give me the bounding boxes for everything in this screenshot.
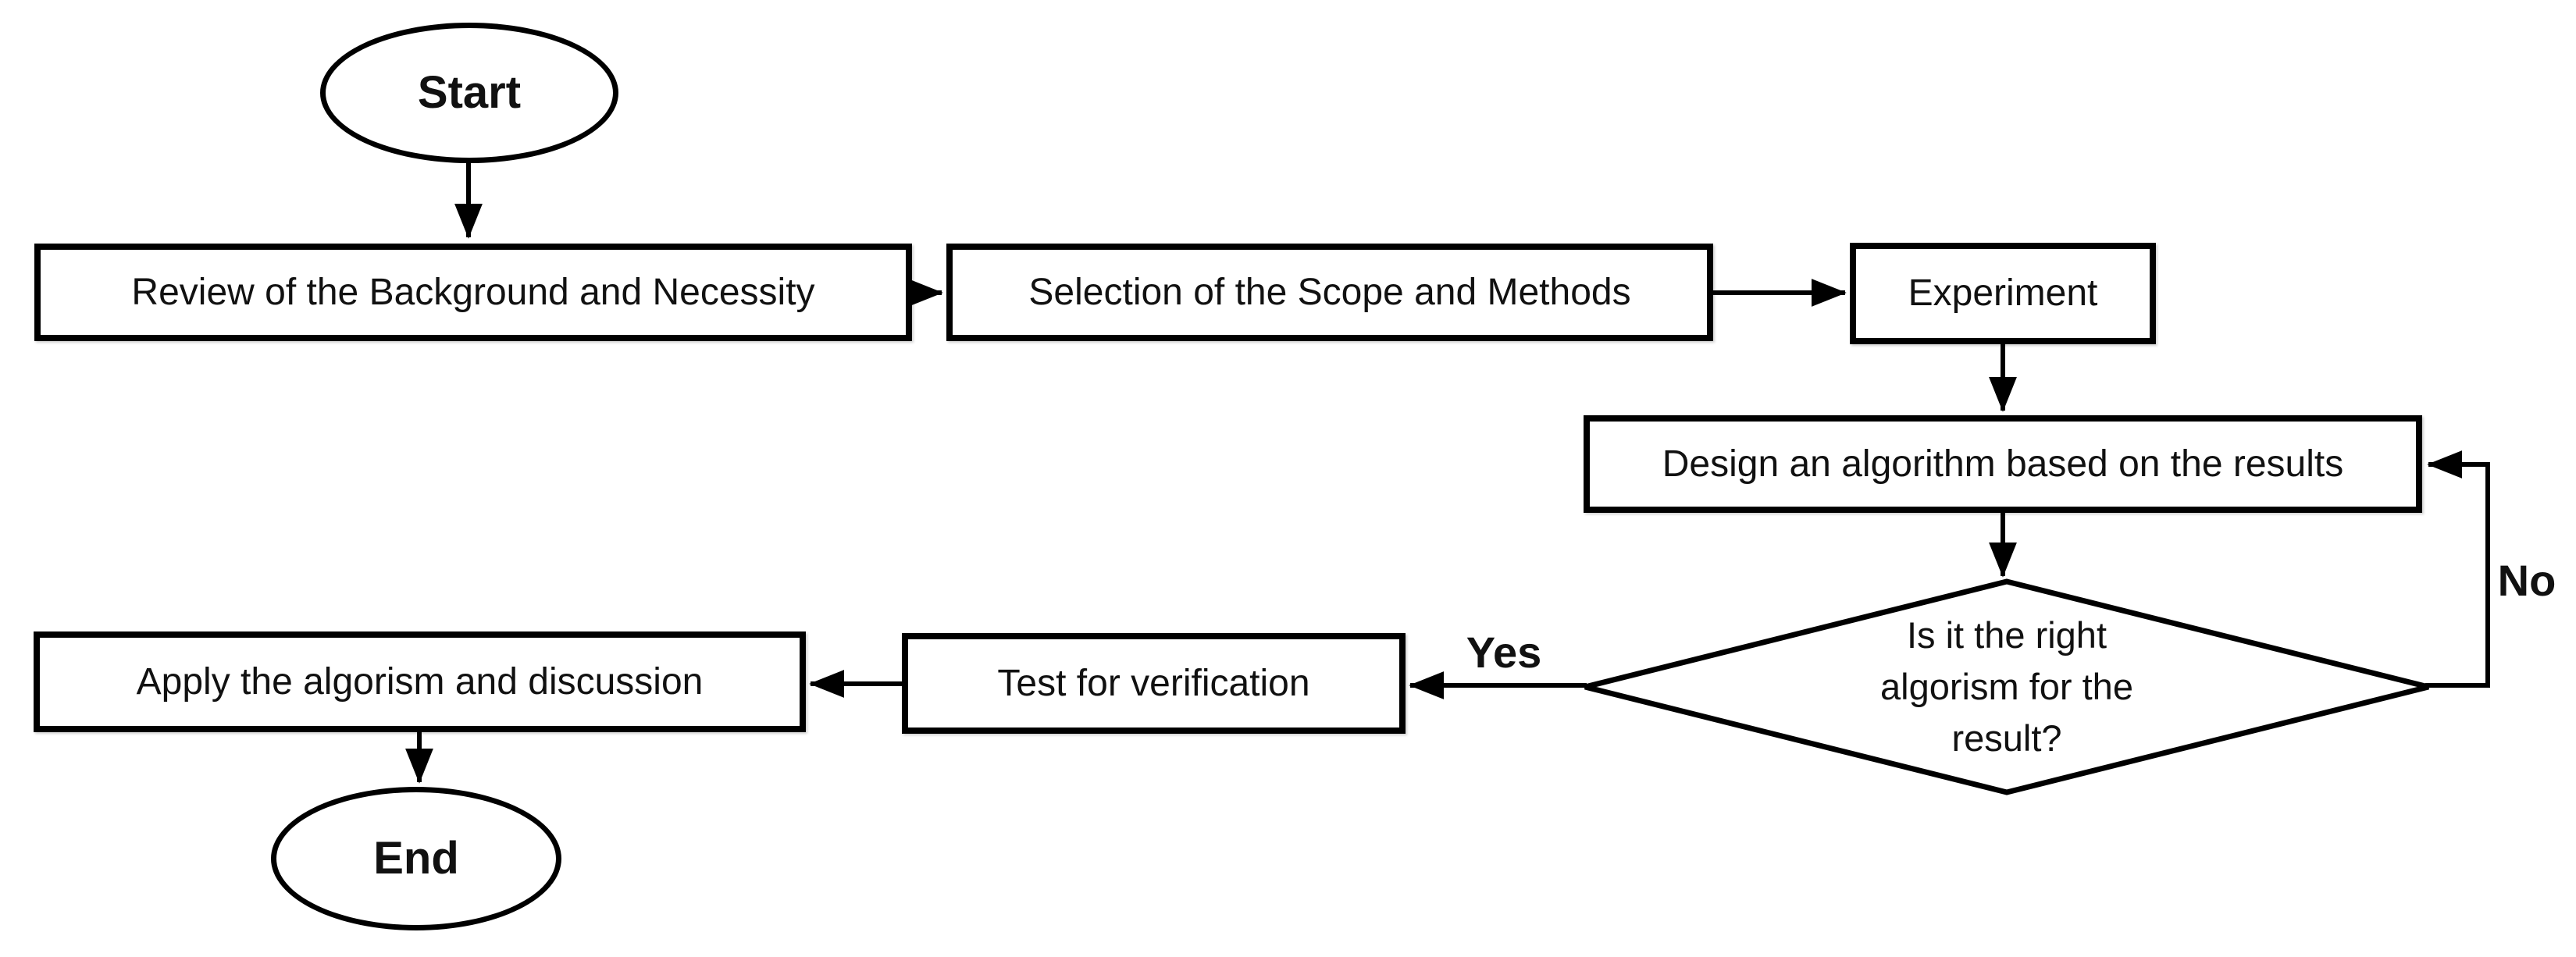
process-design-label: Design an algorithm based on the results xyxy=(1662,443,2344,485)
decision-label-line3: result? xyxy=(1951,717,2062,759)
process-review: Review of the Background and Necessity xyxy=(34,244,912,341)
end-label: End xyxy=(373,832,459,884)
process-experiment: Experiment xyxy=(1850,243,2156,344)
process-apply: Apply the algorism and discussion xyxy=(34,631,806,732)
process-review-label: Review of the Background and Necessity xyxy=(131,271,815,313)
end-terminator: End xyxy=(271,787,561,930)
no-edge-label: No xyxy=(2497,556,2556,605)
process-selection-label: Selection of the Scope and Methods xyxy=(1028,271,1631,313)
decision-label-line1: Is it the right xyxy=(1907,614,2107,656)
process-apply-label: Apply the algorism and discussion xyxy=(136,660,704,703)
process-design: Design an algorithm based on the results xyxy=(1584,415,2422,513)
edge-decision-design-no xyxy=(2425,450,2490,688)
decision-label-line2: algorism for the xyxy=(1880,666,2133,707)
yes-edge-label: Yes xyxy=(1466,628,1542,677)
decision-label: Is it the right algorism for the result? xyxy=(1812,610,2202,764)
start-label: Start xyxy=(417,66,522,118)
process-test-label: Test for verification xyxy=(997,662,1310,704)
process-experiment-label: Experiment xyxy=(1908,272,2098,315)
decision-diamond xyxy=(1584,578,2429,795)
process-selection: Selection of the Scope and Methods xyxy=(946,244,1713,341)
start-terminator: Start xyxy=(320,23,618,163)
process-test: Test for verification xyxy=(902,633,1406,734)
